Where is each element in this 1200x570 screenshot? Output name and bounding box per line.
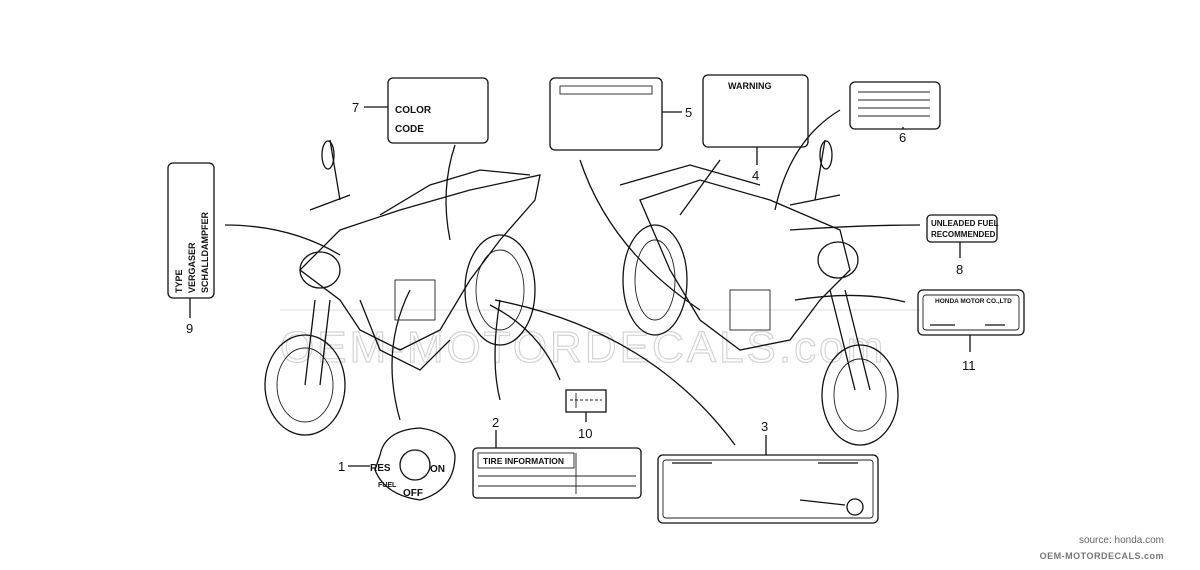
leader-lines (224, 109, 921, 446)
svg-text:SCHALLDAMPFER: SCHALLDAMPFER (200, 212, 210, 293)
svg-text:RECOMMENDED: RECOMMENDED (931, 230, 996, 239)
svg-text:4: 4 (752, 168, 759, 183)
motorcycle-left (264, 139, 541, 436)
label-honda-motor: HONDA MOTOR CO.,LTD 11 (917, 289, 1025, 373)
svg-text:10: 10 (578, 426, 592, 441)
svg-text:1: 1 (338, 459, 345, 474)
label-fuel-knob: RES ON FUEL OFF 1 (338, 427, 456, 501)
source-credit: source: honda.com (1078, 535, 1164, 546)
svg-text:UNLEADED FUEL: UNLEADED FUEL (931, 219, 999, 228)
svg-text:FUEL: FUEL (378, 482, 397, 489)
svg-text:OFF: OFF (403, 488, 423, 499)
label-warning: WARNING 4 (702, 74, 809, 183)
label-unleaded-fuel: UNLEADED FUEL RECOMMENDED 8 (926, 214, 999, 277)
svg-text:6: 6 (899, 130, 906, 145)
svg-text:9: 9 (186, 321, 193, 336)
svg-text:VERGASER: VERGASER (187, 242, 197, 293)
svg-text:7: 7 (352, 100, 359, 115)
label-10: 10 (565, 389, 607, 441)
svg-text:8: 8 (956, 262, 963, 277)
motorcycle-right (619, 139, 899, 446)
svg-text:TIRE INFORMATION: TIRE INFORMATION (483, 456, 564, 466)
svg-text:TYPE: TYPE (174, 269, 184, 293)
label-type: TYPE VERGASER SCHALLDAMPFER 9 (167, 162, 215, 336)
watermark: OEM-MOTORDECALS.com (280, 323, 886, 372)
label-3: 3 (657, 419, 879, 524)
label-5: 5 (549, 77, 692, 151)
svg-text:ON: ON (430, 464, 445, 475)
svg-text:RES: RES (370, 463, 391, 474)
svg-text:2: 2 (492, 415, 499, 430)
svg-text:COLOR: COLOR (395, 105, 432, 116)
svg-text:5: 5 (685, 105, 692, 120)
label-tire-information: TIRE INFORMATION 2 (472, 415, 642, 499)
svg-text:WARNING: WARNING (728, 81, 772, 91)
svg-text:11: 11 (962, 358, 976, 373)
svg-text:3: 3 (761, 419, 768, 434)
footer-brand: OEM-MOTORDECALS.com (1039, 551, 1164, 561)
label-color-code: COLOR CODE 7 (352, 77, 489, 144)
svg-text:CODE: CODE (395, 124, 424, 135)
svg-text:HONDA MOTOR CO.,LTD: HONDA MOTOR CO.,LTD (935, 298, 1012, 305)
label-6: 6 (849, 81, 941, 145)
